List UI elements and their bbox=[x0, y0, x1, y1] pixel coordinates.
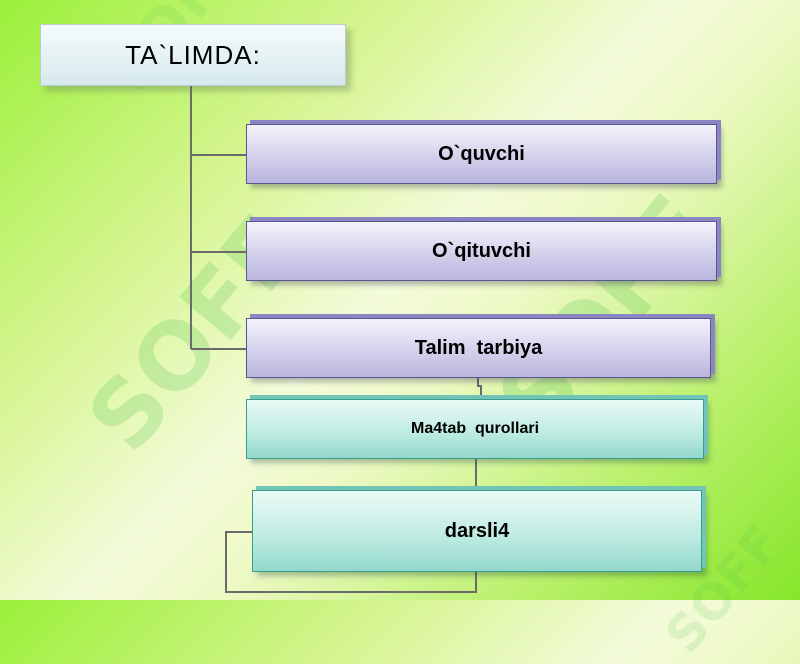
node-label: darsli4 bbox=[444, 519, 510, 542]
root-node: TA`LIMDA: bbox=[40, 24, 346, 86]
node-oqituvchi: O`qituvchi bbox=[246, 221, 717, 281]
node-maktab-qurollari: Ma4tab qurollari bbox=[246, 399, 704, 459]
node-talim-tarbiya: Talim tarbiya bbox=[246, 318, 711, 378]
node-label: O`quvchi bbox=[438, 142, 525, 165]
root-node-label: TA`LIMDA: bbox=[125, 39, 261, 70]
node-label: O`qituvchi bbox=[432, 239, 531, 262]
node-label: Talim tarbiya bbox=[414, 336, 543, 359]
link-line-tarbiya-qurollari bbox=[477, 378, 482, 399]
node-darslik: darsli4 bbox=[252, 490, 702, 572]
node-label: Ma4tab qurollari bbox=[410, 420, 540, 437]
node-oquvchi: O`quvchi bbox=[246, 124, 717, 184]
